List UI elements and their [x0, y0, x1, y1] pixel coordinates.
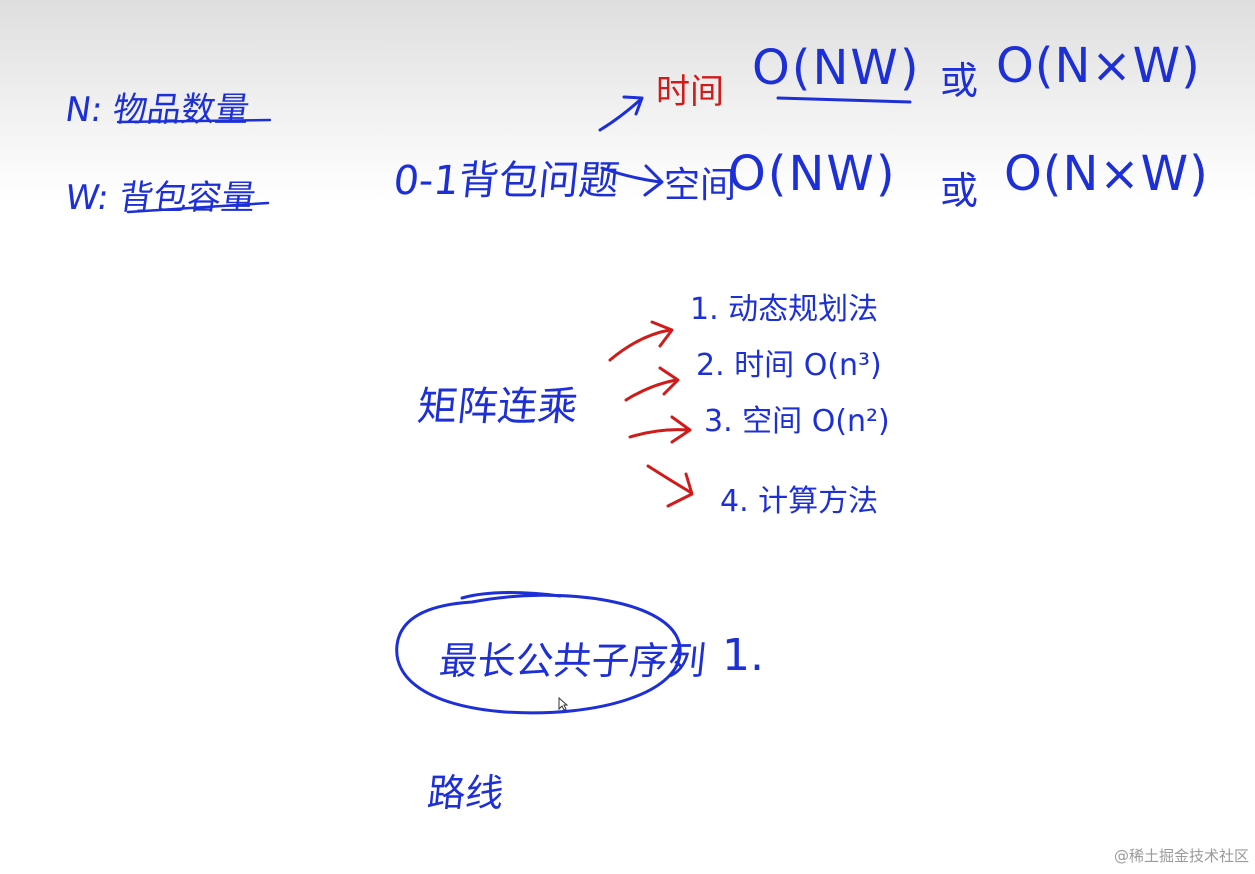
time-or: 或 [940, 59, 979, 103]
watermark: @稀土掘金技术社区 [1113, 847, 1249, 865]
arrow-matrix-2 [624, 366, 680, 402]
arrow-matrix-3 [628, 415, 692, 444]
path-label: 路线 [425, 771, 506, 815]
space-value: O(NW) [728, 146, 897, 202]
lcs-topic: 最长公共子序列 [437, 639, 708, 683]
definition-n: N: 物品数量 [62, 90, 253, 130]
matrix-item-2: 2. 时间 O(n³) [696, 348, 882, 383]
underline-time-value [776, 96, 912, 104]
time-alt: O(N×W) [996, 38, 1201, 94]
matrix-item-3: 3. 空间 O(n²) [704, 404, 890, 439]
space-or: 或 [940, 169, 979, 213]
mouse-cursor-icon [558, 697, 568, 711]
matrix-item-4: 4. 计算方法 [720, 484, 879, 519]
lcs-item: 1. [722, 630, 764, 681]
matrix-topic: 矩阵连乘 [415, 384, 580, 430]
arrow-to-time [598, 95, 644, 132]
time-label: 时间 [656, 72, 724, 112]
space-label: 空间 [664, 165, 737, 206]
definition-w: W: 背包容量 [62, 178, 259, 218]
arrow-matrix-1 [608, 320, 674, 362]
knapsack-topic: 0-1背包问题 [391, 158, 622, 204]
arrow-matrix-4 [646, 464, 694, 508]
space-alt: O(N×W) [1004, 146, 1209, 202]
time-value: O(NW) [752, 40, 921, 96]
matrix-item-1: 1. 动态规划法 [690, 292, 879, 327]
